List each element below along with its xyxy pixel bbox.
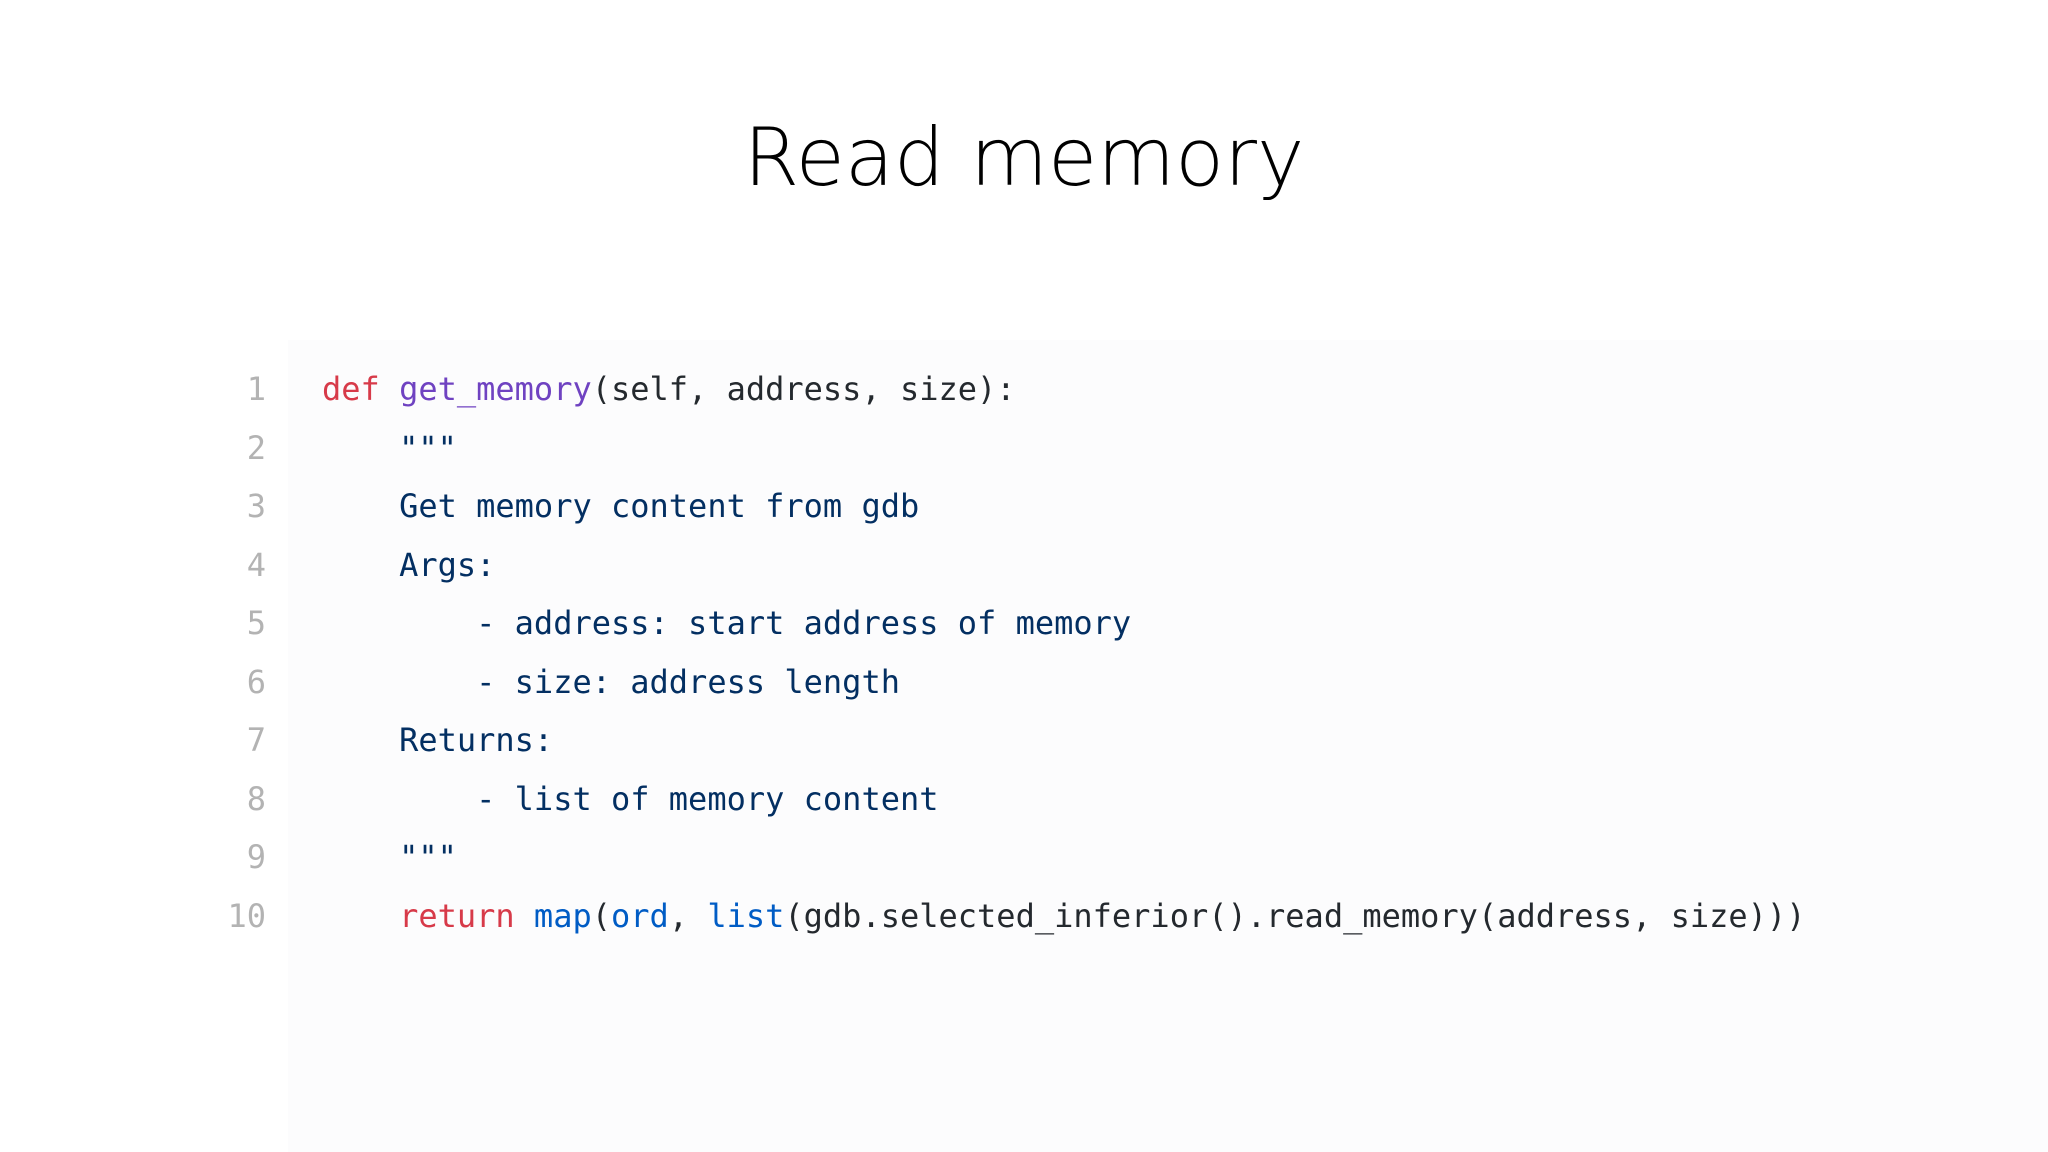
code-token: ( <box>591 896 611 935</box>
code-token: (gdb.selected_inferior().read_memory(add… <box>784 896 1806 935</box>
code-token: """ <box>322 428 457 467</box>
code-token: get_memory <box>399 370 592 408</box>
line-source: return map(ord, list(gdb.selected_inferi… <box>322 887 1805 946</box>
code-line: 9 """ <box>200 828 2000 887</box>
line-source: """ <box>322 419 457 478</box>
line-number: 6 <box>246 662 266 701</box>
code-token: Args: <box>322 545 496 584</box>
code-token: Get memory content from gdb <box>322 487 920 525</box>
line-number: 8 <box>246 779 266 818</box>
line-source: - list of memory content <box>322 770 939 829</box>
code-line: 5 - address: start address of memory <box>200 594 2000 653</box>
code-token: return <box>399 896 515 935</box>
slide-title: Read memory <box>743 111 1305 204</box>
code-token: ord <box>610 896 669 935</box>
code-token: list <box>707 896 785 935</box>
code-token: map <box>533 896 592 935</box>
code-token: Returns: <box>322 721 554 759</box>
code-token: - list of memory content <box>322 779 939 818</box>
code-line: 7 Returns: <box>200 711 2000 770</box>
code-line: 1 def get_memory(self, address, size): <box>200 360 2000 419</box>
code-token: def <box>322 370 380 408</box>
line-number: 10 <box>227 896 266 935</box>
line-number: 5 <box>246 604 266 642</box>
code-token <box>322 897 399 935</box>
code-line: 10 return map(ord, list(gdb.selected_inf… <box>200 887 2000 946</box>
line-number: 1 <box>246 370 266 408</box>
code-line: 3 Get memory content from gdb <box>200 477 2000 536</box>
line-number: 4 <box>246 545 266 584</box>
code-token: - size: address length <box>322 662 900 701</box>
code-line: 4 Args: <box>200 536 2000 595</box>
line-source: Returns: <box>322 711 553 770</box>
line-source: Get memory content from gdb <box>322 477 919 536</box>
line-number: 3 <box>246 487 266 525</box>
code-token <box>515 897 534 935</box>
line-source: def get_memory(self, address, size): <box>322 360 1016 419</box>
line-number: 2 <box>246 428 266 467</box>
code-panel-background <box>288 340 2048 1152</box>
line-source: - size: address length <box>322 653 900 712</box>
code-line: 8 - list of memory content <box>200 770 2000 829</box>
line-source: - address: start address of memory <box>322 594 1131 653</box>
code-token: (self, address, size): <box>591 370 1016 408</box>
code-token: - address: start address of memory <box>322 604 1132 642</box>
line-source: """ <box>322 828 457 887</box>
code-line: 6 - size: address length <box>200 653 2000 712</box>
line-number: 9 <box>246 838 266 876</box>
line-number: 7 <box>246 721 266 759</box>
code-line: 2 """ <box>200 419 2000 478</box>
line-source: Args: <box>322 536 495 595</box>
code-token: , <box>668 896 708 935</box>
code-token <box>380 370 399 408</box>
code-token: """ <box>322 838 457 876</box>
